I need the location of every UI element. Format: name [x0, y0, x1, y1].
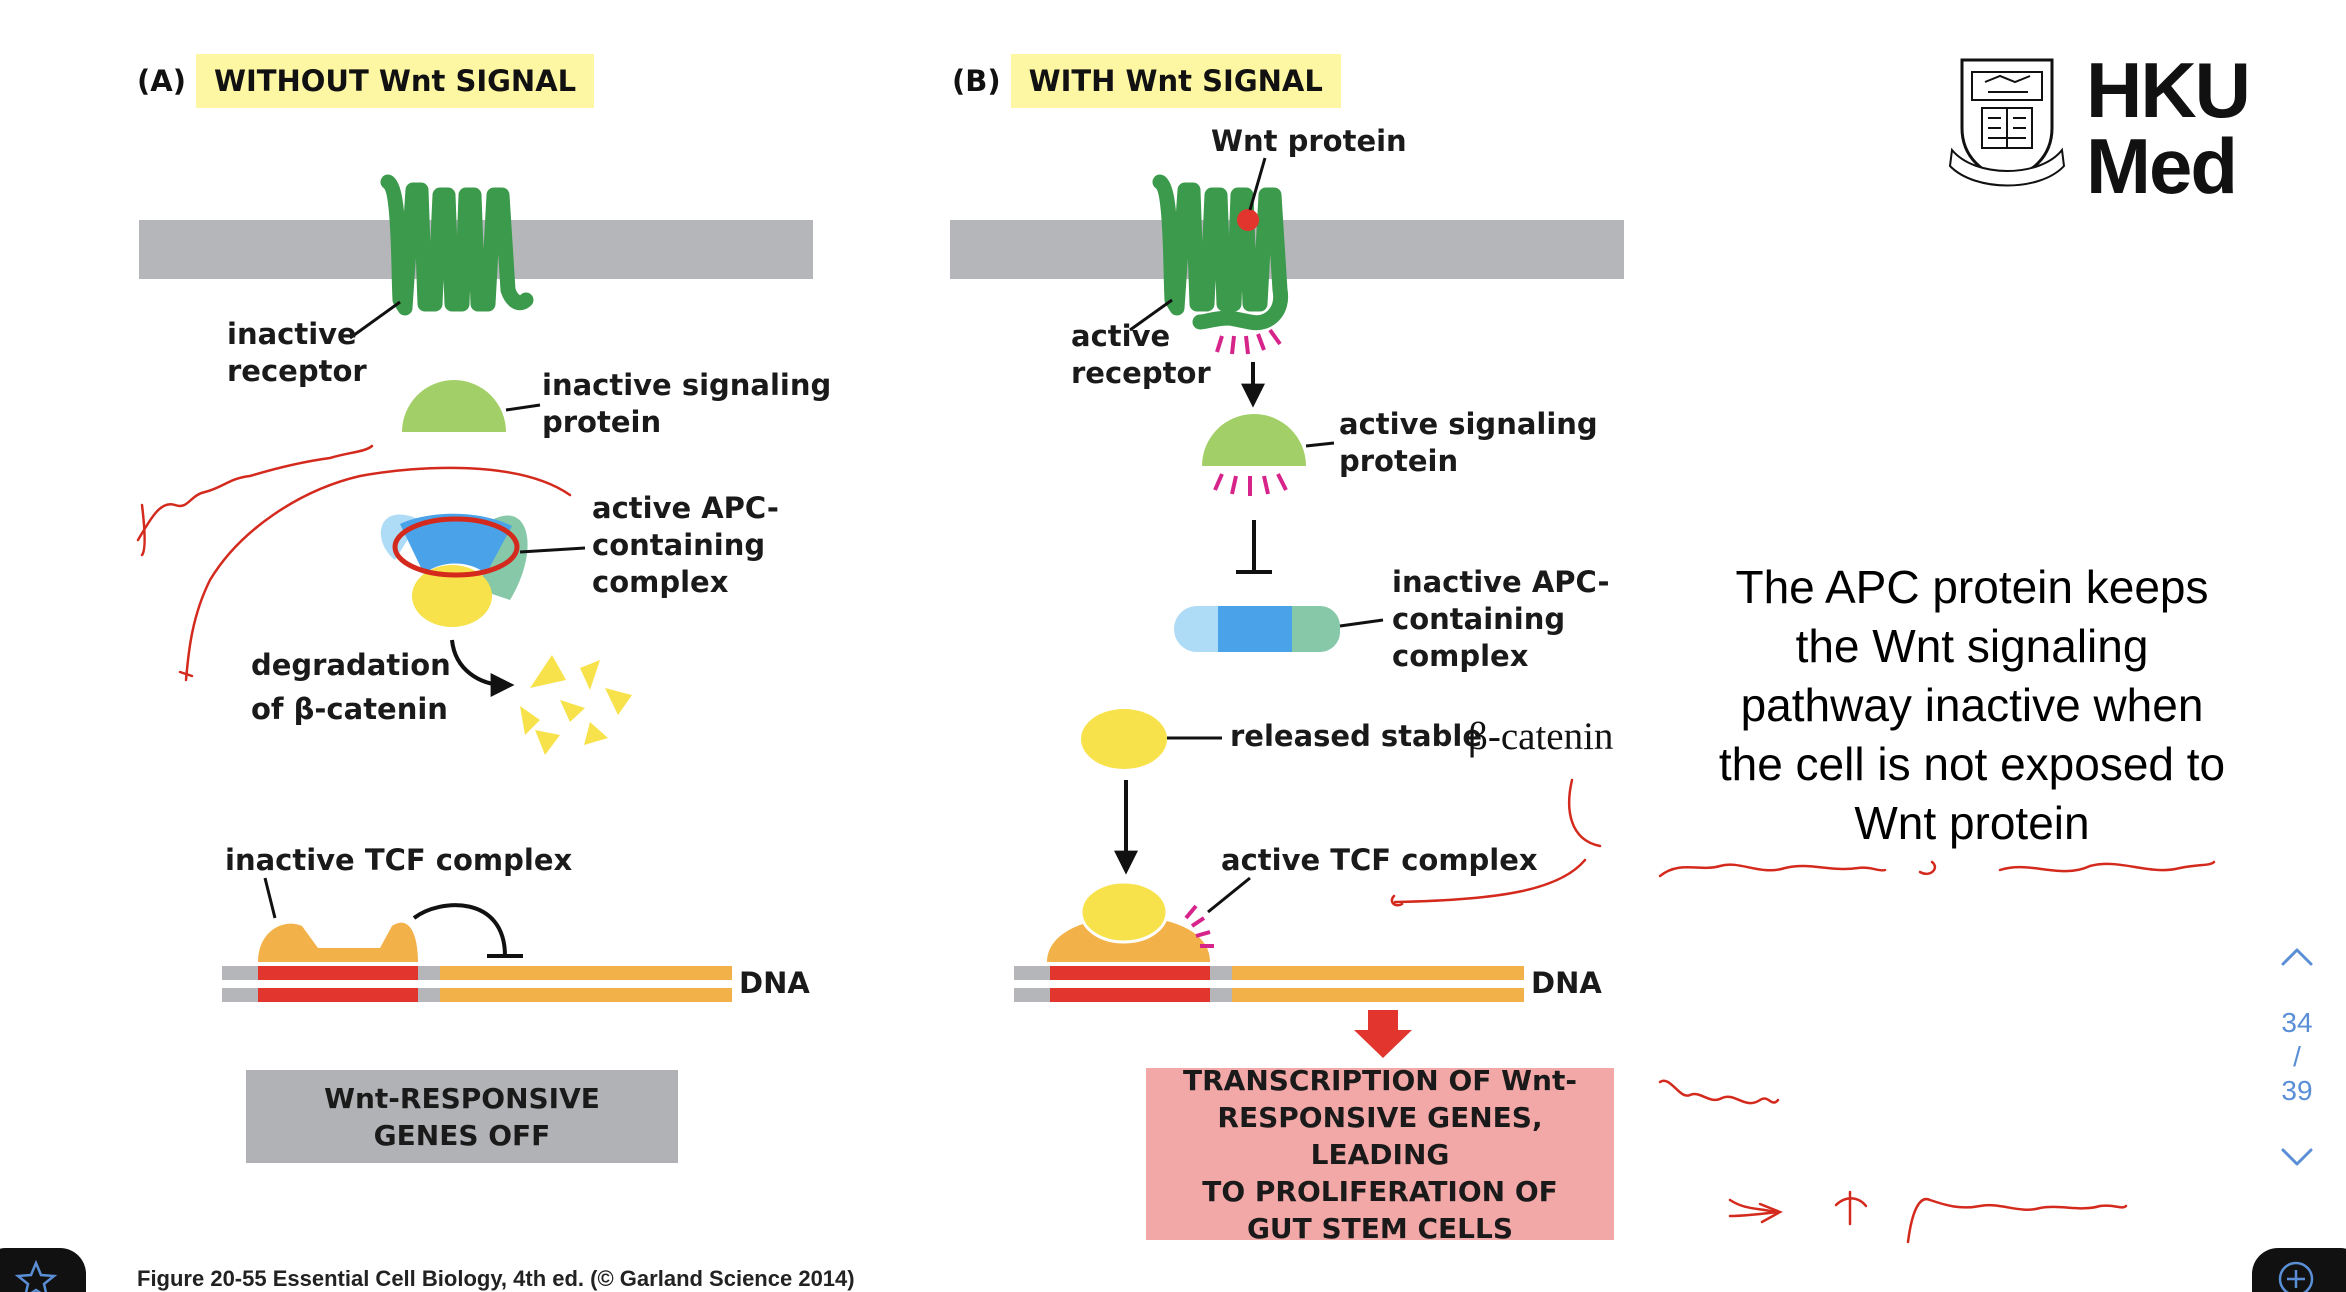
signaling-protein-a	[402, 380, 506, 432]
pink-burst-tcf	[1184, 904, 1214, 948]
pink-burst-receptor	[1215, 328, 1282, 355]
label-wnt-protein: Wnt protein	[1211, 124, 1407, 158]
catenin-a	[412, 565, 492, 627]
wnt-protein	[1237, 209, 1259, 231]
degradation-arrow	[450, 639, 515, 697]
receptor-a-pointer	[349, 300, 401, 340]
label-active-apc-complex: active APC- containing complex	[592, 491, 779, 599]
outcome-box-b	[1146, 1068, 1614, 1240]
star-icon	[14, 1259, 58, 1292]
outcome-text-b: TRANSCRIPTION OF Wnt- RESPONSIVE GENES, …	[1183, 1063, 1577, 1245]
inhibition-a	[412, 903, 507, 957]
label-degradation: degradation of β-catenin	[251, 648, 451, 726]
receptor-b	[1152, 174, 1289, 331]
label-inactive-apc-complex: inactive APC- containing complex	[1392, 565, 1610, 673]
apc-complex-b	[1174, 606, 1340, 652]
page-current: 34	[2281, 1007, 2313, 1038]
label-inactive-tcf: inactive TCF complex	[225, 843, 573, 877]
panel-b-title: WITH Wnt SIGNAL	[1010, 54, 1341, 108]
receptor-a	[380, 174, 534, 316]
panel-a-letter: (A)	[137, 64, 186, 98]
panel-b-letter: (B)	[952, 64, 1001, 98]
phosphorylation-circle	[392, 516, 520, 578]
catenin-fragments	[520, 655, 632, 755]
figure-caption: Figure 20-55 Essential Cell Biology, 4th…	[137, 1266, 855, 1291]
outcome-box-a	[246, 1070, 678, 1163]
tcf-complex-a	[258, 922, 418, 962]
hku-med-logo-text: HKU Med	[2086, 46, 2251, 210]
transcription-arrow	[1354, 1010, 1412, 1058]
inhibition-b	[1236, 520, 1272, 574]
label-dna-b: DNA	[1531, 966, 1602, 1000]
page-separator: /	[2293, 1041, 2301, 1072]
plus-circle-icon	[2278, 1261, 2314, 1292]
label-dna-a: DNA	[739, 966, 810, 1000]
hku-crest-logo	[1948, 58, 2066, 187]
label-active-receptor: active receptor	[1071, 319, 1211, 390]
handwritten-annotations	[136, 444, 2216, 1244]
catenin-b	[1081, 709, 1167, 769]
label-inactive-signaling-protein: inactive signaling protein	[542, 368, 832, 439]
add-button[interactable]	[2252, 1248, 2346, 1292]
chevron-up-icon[interactable]	[2281, 948, 2313, 966]
apc-blue-a	[400, 513, 512, 574]
label-beta-catenin: β-catenin	[1468, 715, 1614, 758]
membrane-b	[950, 220, 1624, 279]
page-total: 39	[2281, 1075, 2313, 1106]
page-counter: 34 / 39	[2267, 1006, 2327, 1108]
label-active-signaling-protein: active signaling protein	[1339, 407, 1598, 478]
favorite-button[interactable]	[0, 1248, 86, 1292]
label-inactive-receptor: inactive receptor	[227, 317, 367, 388]
dna-a	[222, 966, 732, 1002]
catenin-bound	[1079, 880, 1169, 944]
apc-explanation-note: The APC protein keeps the Wnt signaling …	[1718, 561, 2226, 849]
panel-a-header: (A) WITHOUT Wnt SIGNAL	[137, 54, 595, 108]
label-released-stable: released stable	[1230, 719, 1482, 753]
chevron-down-icon[interactable]	[2281, 1148, 2313, 1166]
dna-b	[1014, 966, 1524, 1002]
signaling-protein-b	[1202, 414, 1306, 466]
panel-a-title: WITHOUT Wnt SIGNAL	[195, 54, 595, 108]
pink-burst-signaling	[1213, 473, 1288, 496]
outcome-text-a: Wnt-RESPONSIVE GENES OFF	[324, 1081, 600, 1152]
label-active-tcf: active TCF complex	[1221, 843, 1538, 877]
panel-b-header: (B) WITH Wnt SIGNAL	[952, 54, 1341, 108]
